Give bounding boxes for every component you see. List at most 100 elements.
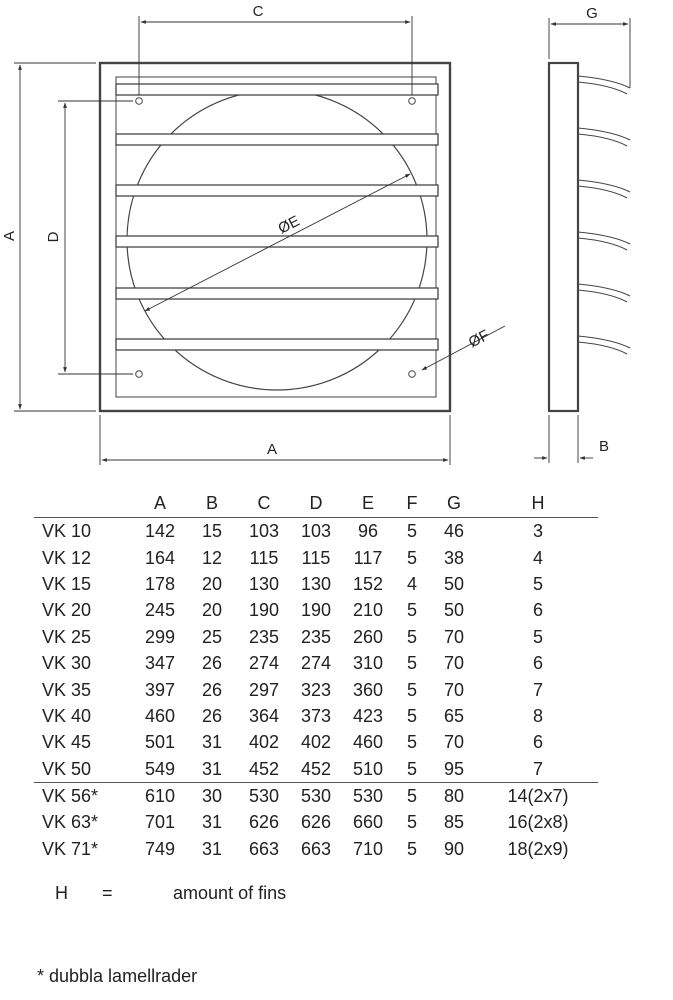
table-cell-h: 18(2x9) [507, 838, 569, 859]
table-cell-b: 30 [186, 781, 238, 810]
table-cell-b: 15 [201, 521, 223, 542]
table-cell-a: 164 [144, 547, 176, 568]
dim-label-f: ØF [466, 327, 492, 352]
table-cell-e: 96 [357, 521, 379, 542]
table-cell-a: 549 [144, 758, 176, 779]
dim-label-d: D [45, 231, 62, 242]
table-header-model [34, 489, 134, 518]
table-cell-d: 190 [300, 600, 332, 621]
table-cell-c: 130 [248, 573, 280, 594]
table-cell-g: 38 [443, 547, 465, 568]
table-cell-h: 5 [532, 573, 543, 594]
table-cell-c: 297 [248, 679, 280, 700]
table-cell-f: 4 [406, 573, 417, 594]
table-cell-model: VK 63* [42, 812, 99, 833]
table-cell-g: 46 [443, 521, 465, 542]
table-cell-c: 190 [248, 600, 280, 621]
table-cell-d: 626 [300, 812, 332, 833]
table-cell-e: 423 [352, 705, 384, 726]
table-cell-d: 130 [300, 573, 332, 594]
legend: H = amount of fins [55, 883, 286, 904]
table-cell-b: 20 [201, 600, 223, 621]
table-cell-b: 26 [201, 653, 223, 674]
mounting-holes [135, 97, 416, 378]
dimension-lines [14, 16, 506, 465]
table-cell-e: 530 [342, 781, 394, 810]
table-cell-h: 8 [532, 705, 543, 726]
footnote: * dubbla lamellrader [37, 966, 198, 986]
table-cell-e: 460 [352, 732, 384, 753]
table-cell-a: 397 [144, 679, 176, 700]
table-cell-d: 452 [300, 758, 332, 779]
table-cell-f: 5 [406, 679, 417, 700]
legend-equals: = [102, 883, 113, 903]
table-cell-d: 530 [290, 781, 342, 810]
table-cell-a: 501 [144, 732, 176, 753]
table-cell-e: 210 [352, 600, 384, 621]
table-cell-f: 5 [406, 838, 417, 859]
table-cell-d: 373 [300, 705, 332, 726]
table-cell-g: 70 [443, 732, 465, 753]
table-cell-h: 6 [532, 732, 543, 753]
legend-symbol: H [55, 883, 68, 903]
table-cell-e: 152 [352, 573, 384, 594]
table-cell-b: 31 [201, 812, 223, 833]
side-fins [577, 75, 631, 355]
table-cell-e: 117 [353, 547, 383, 568]
table-cell-g: 70 [443, 679, 465, 700]
table-cell-e: 660 [352, 812, 384, 833]
dim-label-b: B [599, 438, 609, 455]
table-cell-e: 360 [352, 679, 384, 700]
table-header-e: E [361, 493, 374, 513]
table-header-c: C [257, 493, 271, 513]
table-cell-c: 626 [248, 812, 280, 833]
table-cell-model: VK 30 [42, 653, 92, 674]
table-cell-h: 3 [532, 521, 543, 542]
table-header-d: D [309, 493, 323, 513]
dim-label-a-left: A [1, 231, 18, 241]
dim-label-c: C [253, 3, 264, 20]
table-cell-h: 16(2x8) [507, 812, 569, 833]
side-view [547, 61, 631, 413]
table-cell-f: 5 [406, 705, 417, 726]
side-frame [547, 61, 580, 413]
table-cell-c: 402 [248, 732, 280, 753]
table-cell-model: VK 35 [42, 679, 92, 700]
table-cell-d: 663 [300, 838, 332, 859]
table-cell-g: 65 [443, 705, 465, 726]
table-cell-g: 90 [443, 838, 465, 859]
table-cell-b: 25 [201, 626, 223, 647]
table-cell-e: 510 [352, 758, 384, 779]
table-cell-d: 103 [300, 521, 332, 542]
table-cell-f: 5 [406, 732, 417, 753]
dim-label-a-bottom: A [267, 441, 277, 458]
table-header-row: A B C D E F G H [34, 489, 598, 518]
table-cell-a: 460 [144, 705, 176, 726]
table-cell-d: 323 [300, 679, 332, 700]
table-cell-b: 26 [201, 679, 223, 700]
table-header-h: H [531, 493, 545, 513]
table-cell-d: 274 [300, 653, 332, 674]
outer-frame [98, 61, 452, 413]
table-cell-e: 260 [352, 626, 384, 647]
table-cell-model: VK 15 [42, 573, 92, 594]
table-cell-f: 5 [406, 758, 417, 779]
table-cell-c: 530 [238, 781, 290, 810]
table-cell-d: 402 [300, 732, 332, 753]
table-header-a: A [153, 493, 166, 513]
table-cell-c: 103 [248, 521, 280, 542]
table-cell-g: 50 [443, 600, 465, 621]
table-cell-b: 20 [201, 573, 223, 594]
table-cell-model: VK 45 [42, 732, 92, 753]
table-cell-a: 347 [144, 653, 176, 674]
